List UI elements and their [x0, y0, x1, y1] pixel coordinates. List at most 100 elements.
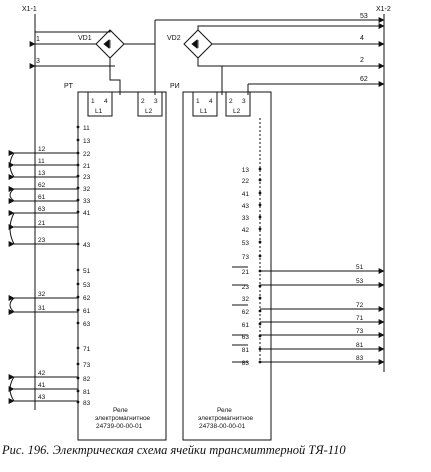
- left-contact-node: [76, 282, 80, 286]
- left-contact-bracket: [9, 376, 15, 402]
- left-contact-label: 43: [83, 242, 91, 249]
- left-input-3: 3: [36, 58, 40, 65]
- left-contact-bracket: [9, 152, 15, 178]
- left-contact-bracket: [9, 188, 15, 202]
- left-contact-label: 62: [83, 295, 91, 302]
- right-pin-4: 4: [209, 98, 213, 105]
- right-switch-blade: [232, 266, 248, 286]
- right-pin-3: 3: [242, 98, 246, 105]
- relay-right-box: [182, 91, 272, 441]
- left-contact-node: [76, 362, 80, 366]
- right-output-label: 53: [356, 278, 364, 285]
- right-contact-node: [258, 215, 262, 219]
- right-contact-label: 22: [242, 178, 250, 185]
- left-contact-label: 82: [83, 376, 91, 383]
- left-contact-node: [76, 346, 80, 350]
- right-output-label: 81: [356, 342, 364, 349]
- left-output-label: 11: [38, 158, 45, 165]
- right-contact-label: 62: [242, 309, 250, 316]
- relay-left-code: 24739-00-00-01: [96, 423, 143, 430]
- relay-right-code: 24738-00-00-01: [199, 423, 246, 430]
- right-input-53: 53: [360, 13, 368, 20]
- right-contact-label: 43: [242, 203, 250, 210]
- right-contact-label: 53: [242, 240, 250, 247]
- right-input-2: 2: [360, 57, 364, 64]
- left-contact-label: 41: [83, 210, 91, 217]
- right-contact-label: 73: [242, 254, 250, 261]
- left-output-label: 32: [38, 291, 46, 298]
- left-contact-node: [76, 138, 80, 142]
- left-contact-label: 51: [83, 268, 91, 275]
- relay-right-tag: PИ: [170, 83, 180, 90]
- right-coil-l1: L1: [200, 108, 208, 115]
- right-output-label: 71: [356, 315, 364, 322]
- left-pin-3: 3: [154, 98, 158, 105]
- left-contact-node: [76, 308, 80, 312]
- left-pin-1: 1: [91, 98, 95, 105]
- left-contact-label: 11: [83, 125, 90, 132]
- left-contact-node: [76, 321, 80, 325]
- left-contact-label: 83: [83, 400, 91, 407]
- left-contact-label: 71: [83, 346, 91, 353]
- left-output-label: 62: [38, 182, 46, 189]
- left-output-label: 63: [38, 206, 46, 213]
- right-contact-label: 81: [242, 347, 250, 354]
- left-contact-label: 33: [83, 198, 91, 205]
- relay-left-box: [77, 91, 167, 441]
- right-coil-l2: L2: [233, 108, 241, 115]
- left-output-label: 13: [38, 170, 46, 177]
- right-contact-node: [258, 309, 262, 313]
- left-output-label: 31: [38, 305, 46, 312]
- right-contact-node: [258, 167, 262, 171]
- right-pin-1: 1: [196, 98, 200, 105]
- right-contact-node: [258, 322, 262, 326]
- bridge-vd2-label: VD2: [167, 35, 181, 42]
- left-contact-label: 13: [83, 138, 91, 145]
- left-contact-label: 22: [83, 151, 91, 158]
- right-contact-node: [258, 191, 262, 195]
- left-contact-node: [76, 125, 80, 129]
- right-switch-blade: [232, 304, 248, 336]
- left-coil-l1: L1: [95, 108, 103, 115]
- right-contact-label: 63: [242, 334, 250, 341]
- relay-left-coils: [87, 91, 163, 117]
- left-contact-label: 23: [83, 174, 91, 181]
- left-contact-node: [76, 268, 80, 272]
- left-contact-label: 53: [83, 282, 91, 289]
- bridge-vd1-label: VD1: [78, 35, 92, 42]
- left-coil-l2: L2: [145, 108, 153, 115]
- right-contact-label: 42: [242, 227, 250, 234]
- connector-x1-2-label: X1-2: [376, 6, 391, 13]
- right-contact-label: 13: [242, 167, 250, 174]
- right-contact-label: 83: [242, 360, 250, 367]
- left-pin-2: 2: [141, 98, 145, 105]
- right-input-4: 4: [360, 35, 364, 42]
- left-output-label: 23: [38, 237, 46, 244]
- left-output-label: 41: [38, 382, 46, 389]
- left-contact-label: 21: [83, 163, 91, 170]
- right-switch-blade: [232, 344, 248, 363]
- right-contact-node: [258, 254, 262, 258]
- left-contact-label: 73: [83, 362, 91, 369]
- right-output-label: 73: [356, 328, 364, 335]
- right-contact-label: 21: [242, 269, 250, 276]
- right-contact-label: 61: [242, 322, 250, 329]
- left-contact-label: 32: [83, 186, 91, 193]
- left-contact-node: [76, 389, 80, 393]
- left-contact-bracket: [9, 297, 15, 313]
- left-pin-4: 4: [104, 98, 108, 105]
- relay-left-tag: PT: [64, 83, 74, 90]
- right-contact-node: [258, 296, 262, 300]
- relay-right-name-1: Реле: [217, 407, 232, 414]
- right-contact-node: [258, 227, 262, 231]
- left-input-1: 1: [36, 36, 40, 43]
- relay-left-name-1: Реле: [113, 407, 128, 414]
- relay-right-name-2: электромагнитное: [198, 415, 254, 422]
- right-input-62: 62: [360, 76, 368, 83]
- right-contact-node: [258, 203, 262, 207]
- right-output-label: 72: [356, 302, 364, 309]
